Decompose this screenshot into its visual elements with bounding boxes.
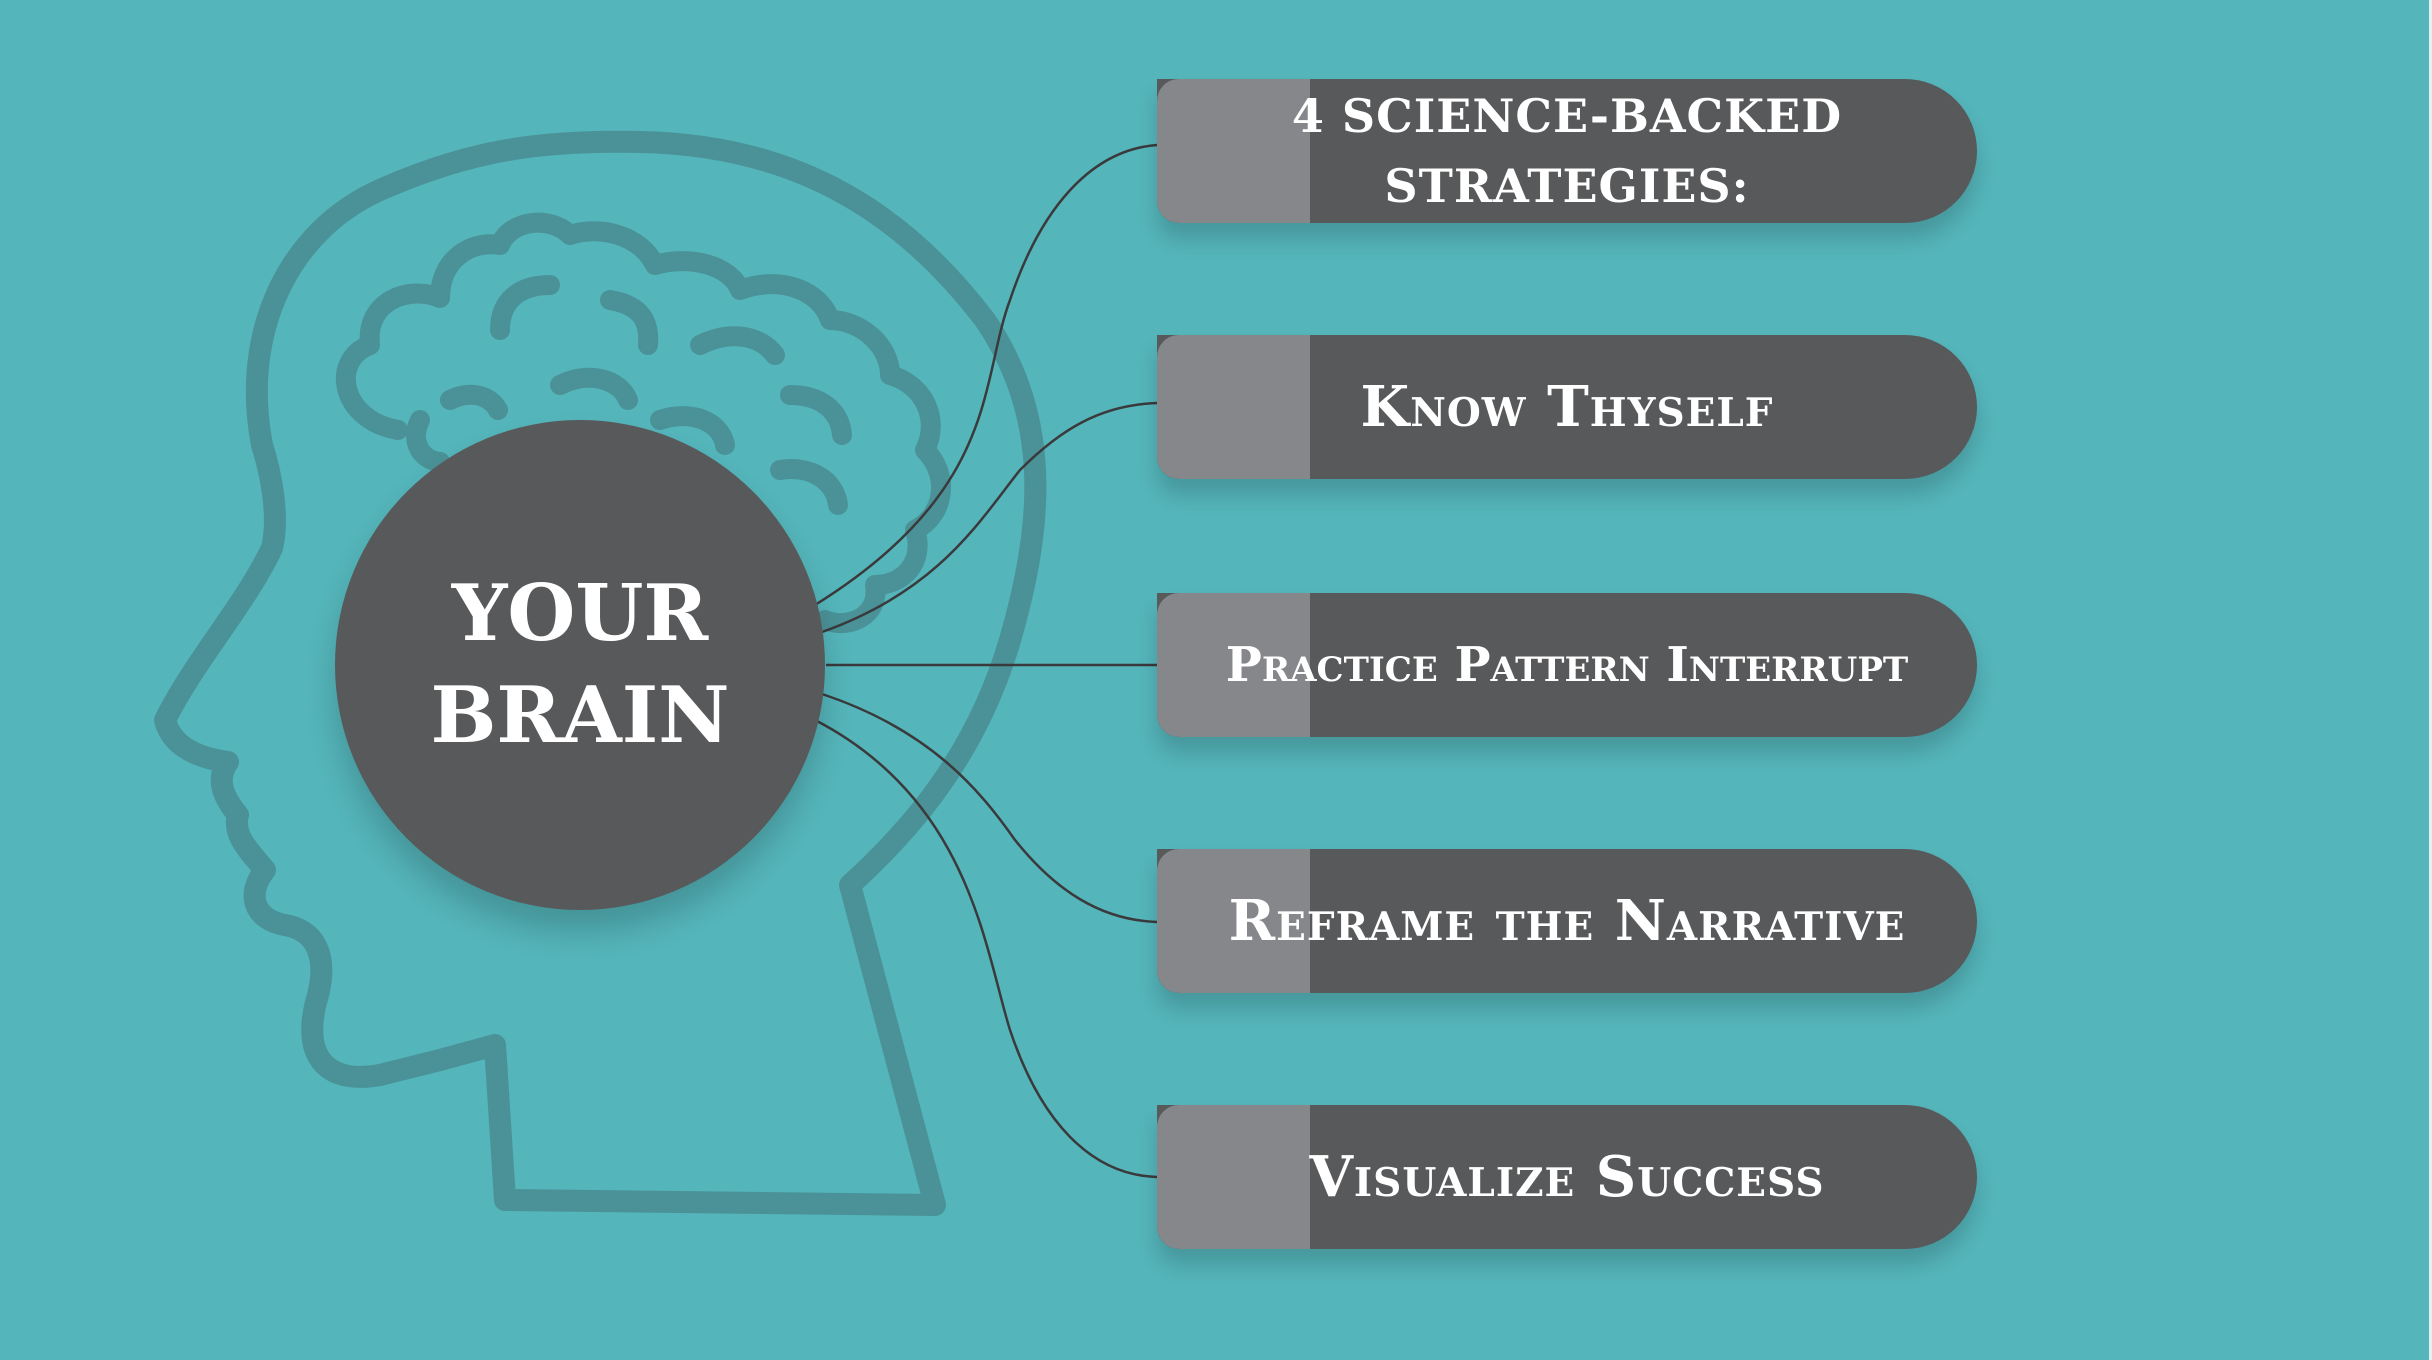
- head-silhouette-icon: [154, 130, 1047, 1216]
- strategy-label: Reframe the Narrative: [1228, 888, 1906, 954]
- strategy-box-tab: [1157, 1105, 1310, 1249]
- strategy-box-visualize-success: Visualize Success: [1157, 1105, 1977, 1249]
- center-line-1: YOUR: [451, 568, 709, 659]
- your-brain-circle: YOUR BRAIN: [335, 420, 825, 910]
- connector-strategy-3: [821, 692, 1158, 924]
- right-edge-divider: [2429, 0, 2432, 1360]
- strategy-box-know-thyself: Know Thyself: [1157, 335, 1977, 479]
- center-line-2: BRAIN: [430, 670, 730, 761]
- connector-lines: [814, 143, 1158, 1179]
- header-box-tab: [1157, 79, 1310, 223]
- strategy-box-tab: [1157, 849, 1310, 993]
- strategy-box-practice-pattern-interrupt: Practice Pattern Interrupt: [1157, 593, 1977, 737]
- strategy-box-tab: [1157, 593, 1310, 737]
- header-box-text: 4 SCIENCE-BACKED STRATEGIES:: [1291, 89, 1843, 213]
- strategy-box-reframe-the-narrative: Reframe the Narrative: [1157, 849, 1977, 993]
- strategy-label: Visualize Success: [1309, 1144, 1825, 1210]
- connector-strategy-4: [814, 718, 1158, 1179]
- header-box: 4 SCIENCE-BACKED STRATEGIES:: [1157, 79, 1977, 223]
- strategy-label: Practice Pattern Interrupt: [1225, 637, 1909, 693]
- connector-strategy-1: [821, 401, 1158, 634]
- connector-header: [814, 143, 1158, 607]
- strategy-box-tab: [1157, 335, 1310, 479]
- strategy-label: Know Thyself: [1360, 374, 1774, 440]
